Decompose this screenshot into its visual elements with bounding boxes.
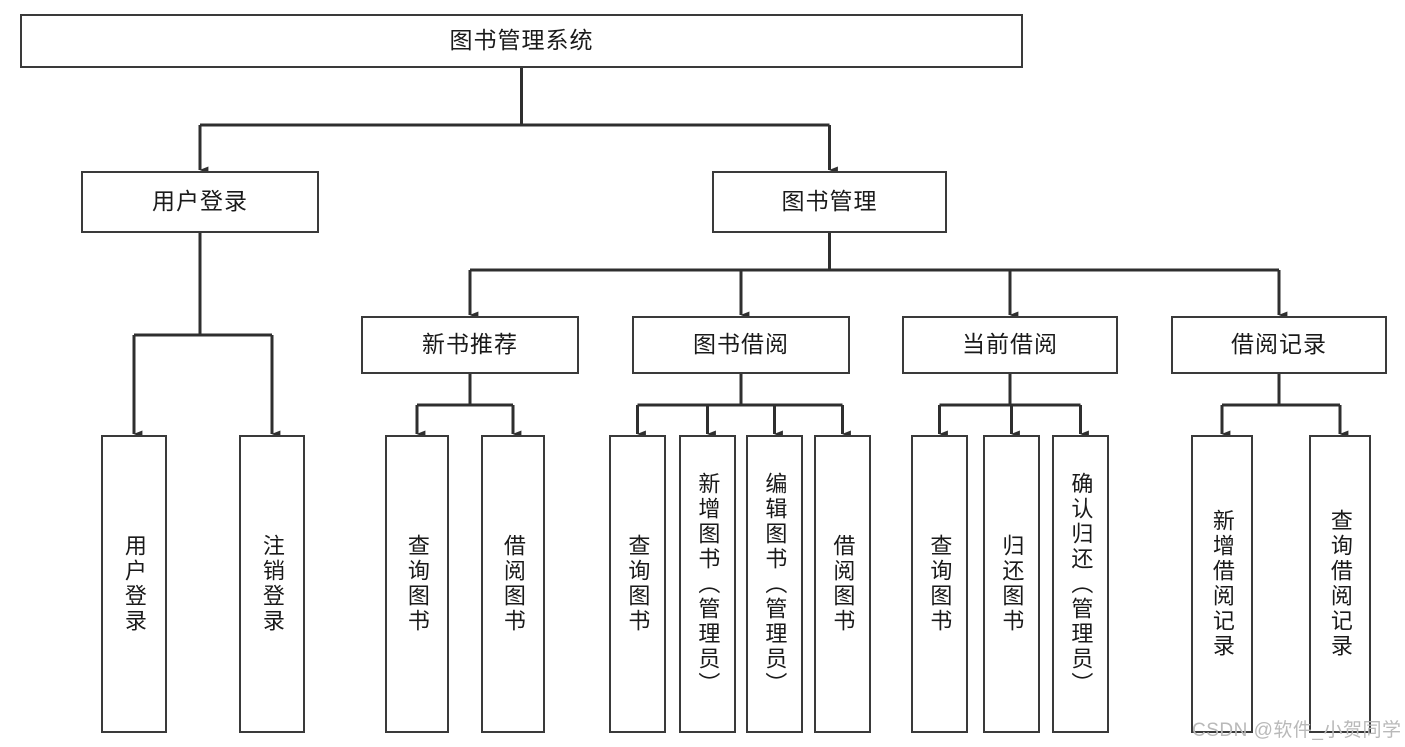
node-leaf-confirm-return: 确认归还（管理员） (1052, 435, 1109, 733)
node-label-leaf-borrow-book-1: 借阅图书 (500, 534, 526, 634)
node-leaf-borrow-book-2: 借阅图书 (814, 435, 871, 733)
node-label-user-login: 用户登录 (152, 188, 248, 215)
node-label-leaf-query-book-3: 查询图书 (927, 534, 953, 634)
node-leaf-query-record: 查询借阅记录 (1309, 435, 1371, 733)
node-leaf-add-book: 新增图书（管理员） (679, 435, 736, 733)
node-leaf-user-login: 用户登录 (101, 435, 167, 733)
node-book-manage: 图书管理 (712, 171, 947, 233)
node-label-leaf-user-logout: 注销登录 (259, 534, 285, 634)
node-label-leaf-query-book-1: 查询图书 (404, 534, 430, 634)
node-label-leaf-return-book: 归还图书 (999, 534, 1025, 634)
node-leaf-edit-book: 编辑图书（管理员） (746, 435, 803, 733)
node-label-leaf-borrow-book-2: 借阅图书 (830, 534, 856, 634)
node-label-leaf-confirm-return: 确认归还（管理员） (1068, 471, 1094, 697)
node-leaf-borrow-book-1: 借阅图书 (481, 435, 545, 733)
node-label-book-manage: 图书管理 (781, 188, 878, 215)
node-leaf-query-book-3: 查询图书 (911, 435, 968, 733)
node-leaf-user-logout: 注销登录 (239, 435, 305, 733)
node-borrow-record: 借阅记录 (1171, 316, 1387, 374)
node-leaf-add-record: 新增借阅记录 (1191, 435, 1253, 733)
node-label-leaf-query-record: 查询借阅记录 (1327, 509, 1353, 659)
node-label-book-borrow: 图书借阅 (693, 331, 789, 358)
node-label-leaf-add-book: 新增图书（管理员） (695, 471, 721, 697)
node-leaf-return-book: 归还图书 (983, 435, 1040, 733)
node-current-borrow: 当前借阅 (902, 316, 1118, 374)
node-root: 图书管理系统 (20, 14, 1023, 68)
node-label-leaf-query-book-2: 查询图书 (625, 534, 651, 634)
node-book-borrow: 图书借阅 (632, 316, 850, 374)
node-label-leaf-edit-book: 编辑图书（管理员） (762, 471, 788, 697)
node-label-root: 图书管理系统 (449, 27, 594, 54)
node-leaf-query-book-1: 查询图书 (385, 435, 449, 733)
node-new-book-rec: 新书推荐 (361, 316, 579, 374)
node-label-current-borrow: 当前借阅 (962, 331, 1058, 358)
node-label-borrow-record: 借阅记录 (1231, 331, 1327, 358)
node-leaf-query-book-2: 查询图书 (609, 435, 666, 733)
node-label-leaf-add-record: 新增借阅记录 (1209, 509, 1235, 659)
watermark-text: CSDN @软件_小贺同学 (1192, 720, 1402, 741)
node-label-new-book-rec: 新书推荐 (422, 331, 518, 358)
node-label-leaf-user-login: 用户登录 (121, 534, 147, 634)
node-user-login: 用户登录 (81, 171, 319, 233)
